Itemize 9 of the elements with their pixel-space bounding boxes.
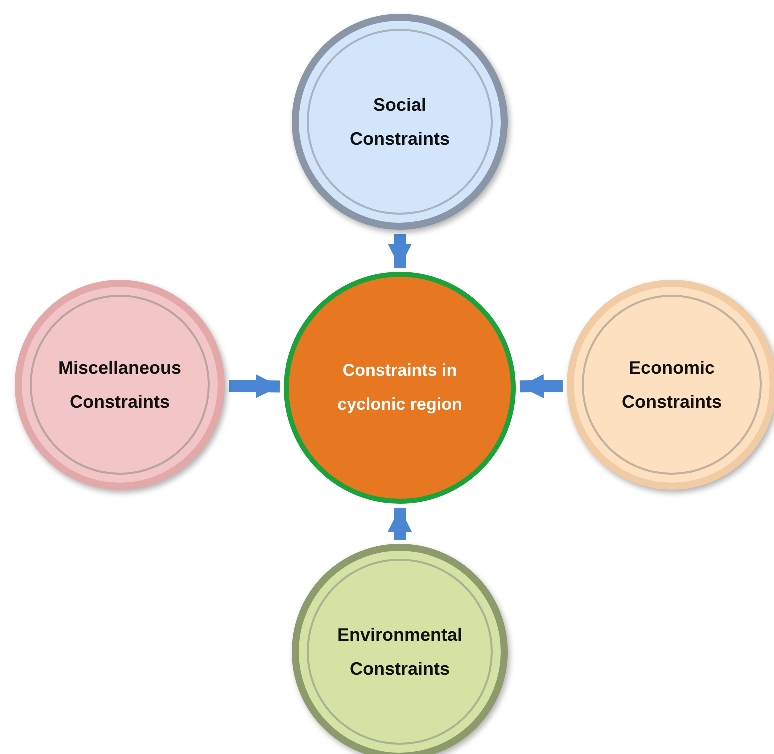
node-label: Constraints in cyclonic region	[336, 360, 464, 416]
arrow	[520, 374, 564, 398]
node-label: Miscellaneous Constraints	[57, 357, 183, 414]
arrow	[388, 508, 412, 540]
node-label: Social Constraints	[348, 94, 451, 151]
node-label: Environmental Constraints	[336, 624, 464, 681]
arrow	[228, 374, 280, 398]
node-label: Economic Constraints	[620, 357, 723, 414]
arrow	[388, 234, 412, 268]
